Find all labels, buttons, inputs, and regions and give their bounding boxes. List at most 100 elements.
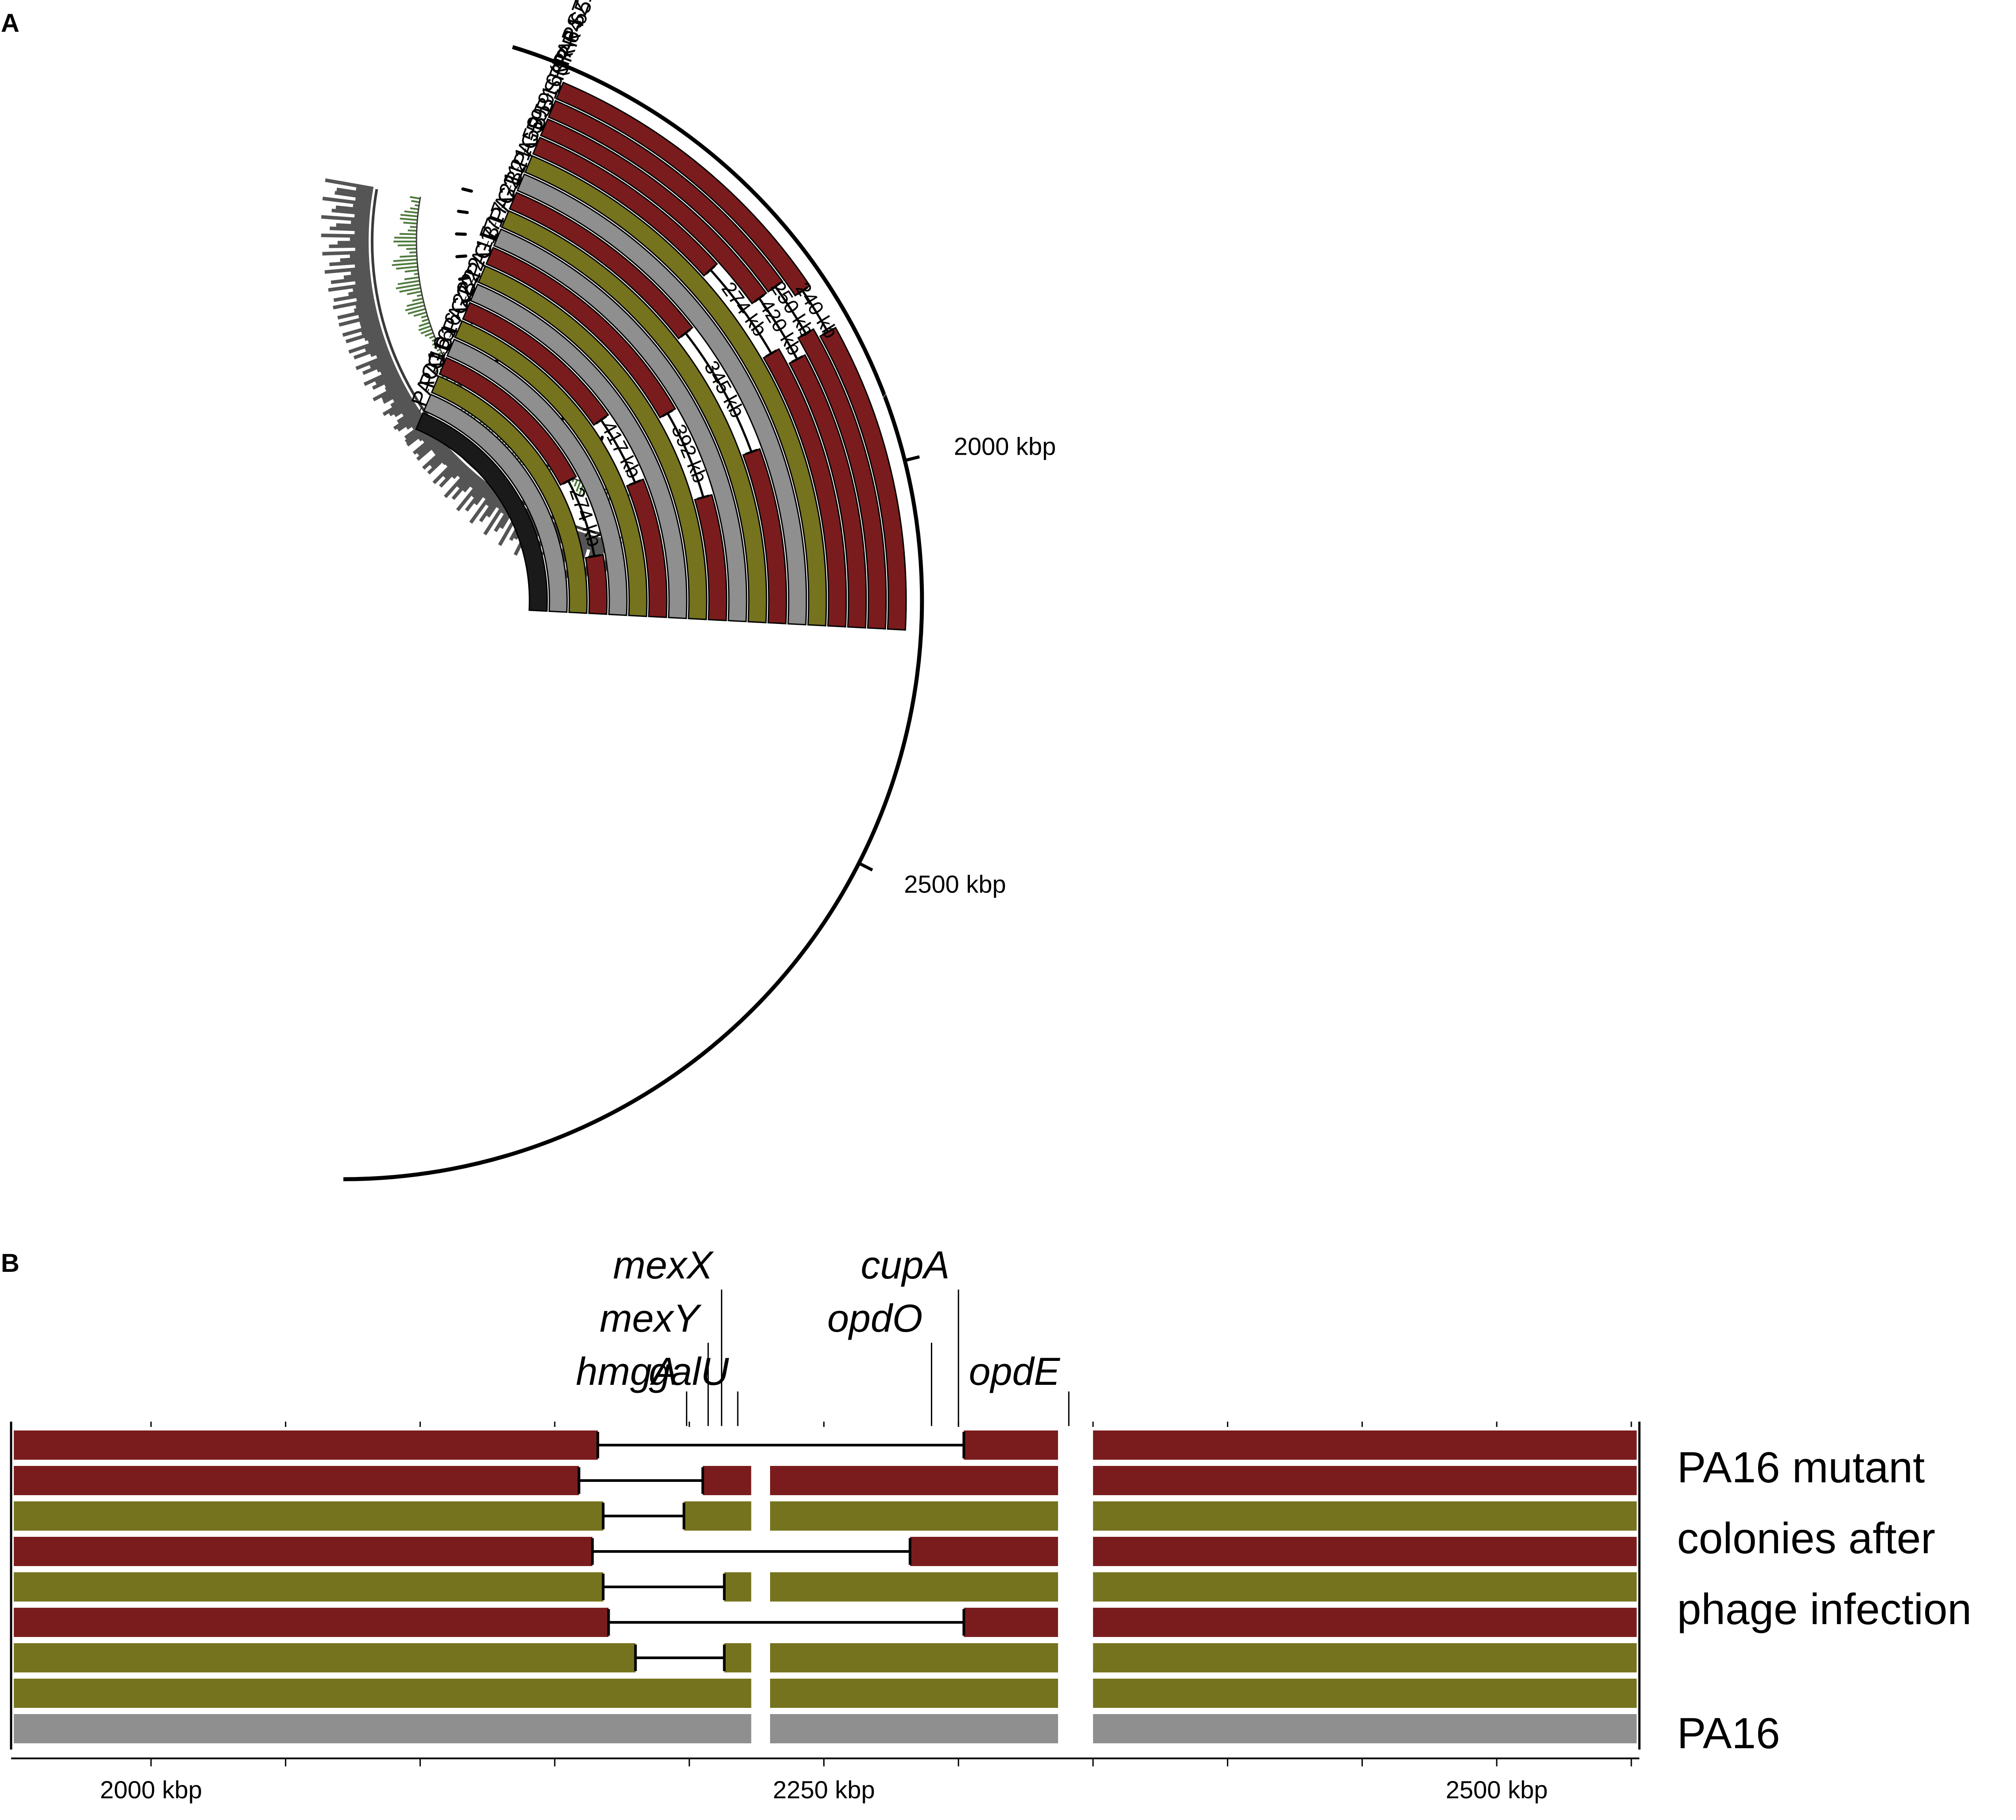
gc-skew-bar [457, 470, 474, 489]
linear-track-segment [1093, 1679, 1637, 1708]
position-tick [455, 254, 467, 258]
gc-content-bar [576, 481, 582, 492]
genome-track-arc [493, 228, 747, 623]
linear-track-segment [1093, 1430, 1637, 1460]
linear-track-segment [1093, 1643, 1637, 1672]
track-label-tick [531, 129, 534, 135]
deletion-bracket-end [588, 554, 601, 559]
gc-skew-bar [362, 359, 394, 375]
gc-skew-bar [322, 250, 369, 256]
gc-skew-bar [354, 214, 370, 219]
deletion-bracket-end [595, 415, 607, 425]
gc-skew-bar [443, 459, 463, 479]
mutant-label-line-1: PA16 mutant [1677, 1443, 1925, 1492]
deletion-bracket [666, 413, 704, 498]
gc-content-bar [405, 304, 425, 312]
linear-track-segment [14, 1714, 751, 1743]
gc-skew-bar [370, 347, 389, 357]
gc-skew-bar [356, 295, 374, 302]
deletion-bracket [685, 332, 753, 452]
gc-skew-bar [359, 316, 379, 325]
gc-content-bar [393, 258, 417, 262]
gc-skew-bar [390, 393, 411, 408]
position-marker-tick [904, 455, 920, 462]
track-label-tick [427, 389, 429, 394]
gc-skew-bar [352, 285, 373, 292]
gc-skew-bar [381, 385, 406, 401]
gc-content-bar [406, 301, 424, 307]
mutant-label-line-2: colonies after [1677, 1514, 1935, 1563]
gc-skew-bar [474, 484, 492, 506]
linear-track-segment [703, 1466, 751, 1495]
gc-skew-bar [456, 478, 484, 511]
gc-skew-bar [340, 257, 370, 262]
gc-skew-bar [397, 407, 420, 424]
track-label-tick [516, 167, 519, 171]
track-label-tick [464, 296, 467, 301]
gc-skew-bar [355, 187, 373, 194]
gc-skew-bar [365, 341, 387, 352]
deletion-bracket-end [680, 328, 691, 338]
track-label-tick [419, 407, 422, 412]
gc-skew-bar [457, 465, 470, 478]
genome-track-arc [438, 357, 577, 486]
deletion-bracket [774, 286, 807, 334]
gc-content-bar [420, 328, 432, 335]
gc-content-bar [399, 287, 421, 293]
genome-outer-arc [343, 45, 924, 1181]
gc-skew-bar [433, 442, 447, 455]
gc-content-bar [404, 210, 418, 214]
gc-content-bar [432, 342, 438, 346]
track-label: SRR-65 [547, 0, 597, 79]
genome-track-arc [742, 448, 787, 624]
gc-skew-bar [353, 203, 371, 210]
gc-content-bar [403, 222, 417, 225]
track-label-tick [494, 222, 497, 227]
gc-skew-bar [331, 208, 370, 216]
gc-skew-bar [330, 226, 369, 232]
gc-skew-bar [462, 474, 479, 493]
position-tick [458, 276, 470, 281]
gene-label: mexX [613, 1243, 714, 1287]
gene-label: mexY [599, 1296, 701, 1340]
gc-skew-bar [422, 445, 449, 470]
deletion-bracket-end [745, 448, 758, 455]
gc-content-bar [414, 204, 419, 207]
linear-track-segment [1093, 1572, 1637, 1602]
gene-label: hmgA [576, 1349, 678, 1393]
gc-skew-bar [350, 269, 370, 275]
gc-skew-bar [416, 437, 443, 461]
deletion-bracket [600, 419, 636, 483]
position-marker-tick [858, 861, 873, 872]
gc-content-bar [410, 207, 419, 210]
deletion-bracket-end [770, 282, 781, 291]
gc-skew-bar [353, 344, 388, 360]
gene-label: opdE [969, 1349, 1061, 1393]
track-label-tick [449, 333, 452, 338]
track-label-tick [479, 259, 482, 264]
genome-track-arc [532, 136, 718, 277]
axis-label: 2000 kbp [100, 1776, 202, 1804]
gc-skew-bar [328, 282, 372, 292]
genome-track-arc [501, 210, 767, 624]
gc-skew-bar [479, 491, 502, 522]
reference-label: PA16 [1677, 1709, 1780, 1758]
gc-skew-bar [470, 476, 482, 489]
deletion-bracket-end [797, 286, 809, 295]
gc-skew-bar [382, 388, 408, 404]
gc-skew-bar [354, 263, 370, 268]
genome-track-arc [485, 246, 677, 419]
gc-skew-bar [354, 304, 376, 312]
gc-skew-bar [369, 356, 393, 368]
genome-track-arc [524, 155, 827, 627]
genome-track-arc [788, 354, 867, 629]
genome-track-arc [454, 320, 648, 617]
deletion-bracket-end [821, 328, 834, 336]
gc-skew-bar [331, 276, 371, 284]
gc-content-bar [416, 294, 423, 297]
gc-skew-bar [375, 370, 399, 385]
gc-skew-bar [325, 178, 374, 191]
row-group-labels: PA16 mutant colonies after phage infecti… [1677, 1443, 1972, 1758]
